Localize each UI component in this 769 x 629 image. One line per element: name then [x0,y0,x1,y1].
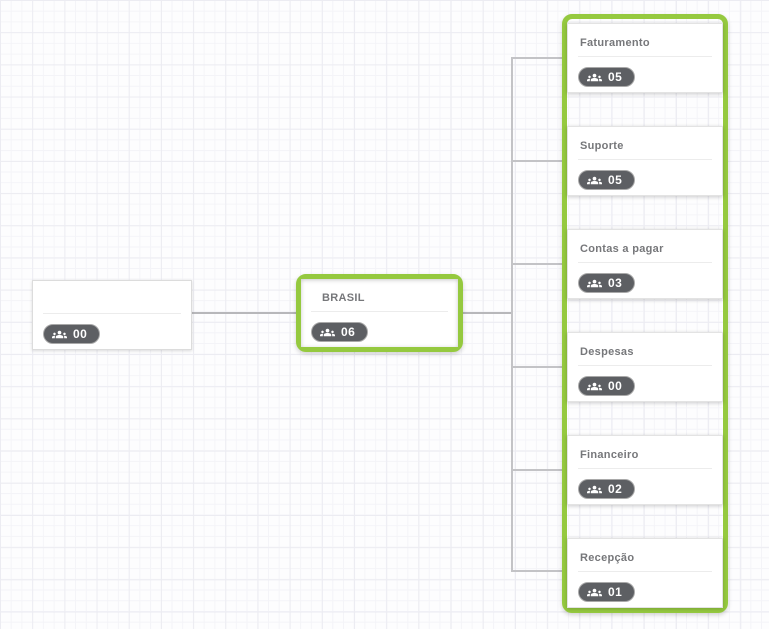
connector-trunk [511,57,513,572]
selection-frame-brasil: BRASIL 06 [296,274,463,352]
node-title: Faturamento [580,37,650,49]
connector-branch-6 [511,570,562,572]
node-separator [311,311,448,312]
node-title: Despesas [580,346,634,358]
connector-brasil-to-trunk [462,312,512,314]
org-node-contas-a-pagar[interactable]: Contas a pagar 03 [567,229,723,299]
org-node-brasil[interactable]: BRASIL 06 [301,279,458,347]
node-title: Suporte [580,140,624,152]
member-count: 06 [341,325,356,339]
org-node-suporte[interactable]: Suporte 05 [567,126,723,196]
member-count-badge[interactable]: 06 [311,322,369,342]
member-count: 05 [608,173,623,187]
member-count: 05 [608,70,623,84]
member-count-badge[interactable]: 00 [43,324,101,344]
connector-branch-5 [511,469,562,471]
member-count: 01 [608,585,623,599]
org-node-financeiro[interactable]: Financeiro 02 [567,435,723,505]
node-separator [578,365,712,366]
people-group-icon [587,588,602,596]
member-count-badge[interactable]: 02 [578,479,636,499]
org-node-faturamento[interactable]: Faturamento 05 [567,23,723,93]
connector-branch-4 [511,366,562,368]
people-group-icon [587,73,602,81]
member-count: 00 [73,327,88,341]
member-count-badge[interactable]: 01 [578,582,636,602]
node-separator [578,56,712,57]
member-count-badge[interactable]: 03 [578,273,636,293]
connector-root-to-brasil [192,312,296,314]
node-title: Financeiro [580,449,639,461]
node-separator [578,571,712,572]
people-group-icon [52,330,67,338]
node-title: Contas a pagar [580,243,664,255]
org-node-recepcao[interactable]: Recepção 01 [567,538,723,608]
people-group-icon [320,328,335,336]
connector-branch-1 [511,57,562,59]
org-node-root[interactable]: 00 [32,280,192,350]
org-node-despesas[interactable]: Despesas 00 [567,332,723,402]
node-title: BRASIL [322,292,365,304]
children-group-frame: Faturamento 05 Suporte 05 Contas a pagar… [562,14,728,613]
member-count-badge[interactable]: 05 [578,170,636,190]
node-separator [43,313,181,314]
node-title: Recepção [580,552,635,564]
member-count-badge[interactable]: 05 [578,67,636,87]
people-group-icon [587,382,602,390]
node-separator [578,159,712,160]
node-title [33,281,191,313]
node-separator [578,468,712,469]
member-count: 02 [608,482,623,496]
member-count-badge[interactable]: 00 [578,376,636,396]
member-count: 03 [608,276,623,290]
member-count: 00 [608,379,623,393]
people-group-icon [587,485,602,493]
connector-branch-2 [511,160,562,162]
connector-branch-3 [511,263,562,265]
people-group-icon [587,279,602,287]
people-group-icon [587,176,602,184]
node-separator [578,262,712,263]
